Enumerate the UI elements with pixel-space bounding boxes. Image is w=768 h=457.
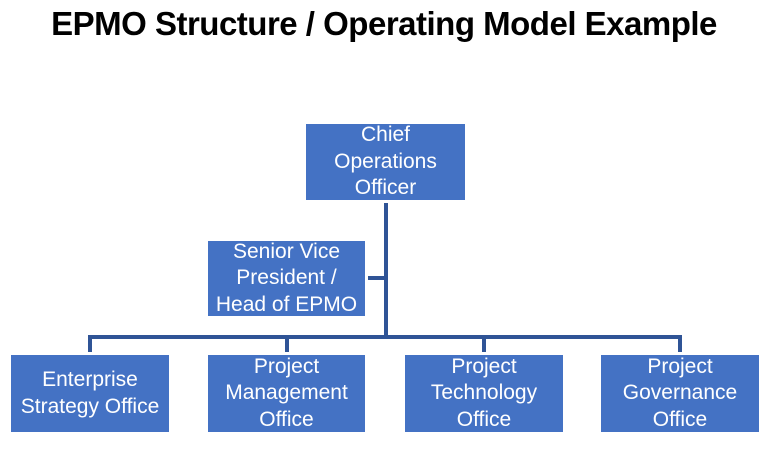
connector-drop-enterprise-strategy-office	[88, 338, 92, 353]
connector-coo-to-bus	[384, 203, 388, 337]
box-project-management-office: Project Management Office	[205, 352, 368, 435]
connector-drop-project-technology-office	[482, 338, 486, 353]
connector-drop-project-governance-office	[678, 338, 682, 353]
chart-title: EPMO Structure / Operating Model Example	[51, 5, 717, 42]
box-project-technology-office: Project Technology Office	[402, 352, 566, 435]
connector-svp-stub	[368, 276, 384, 280]
connector-drop-project-management-office	[285, 338, 289, 353]
box-project-governance-office: Project Governance Office	[598, 352, 762, 435]
box-senior-vice-president-head-of-epmo: Senior Vice President / Head of EPMO	[205, 238, 368, 319]
connector-horizontal-bus	[88, 335, 682, 339]
box-enterprise-strategy-office: Enterprise Strategy Office	[8, 352, 172, 435]
box-chief-operations-officer: Chief Operations Officer	[303, 121, 468, 203]
